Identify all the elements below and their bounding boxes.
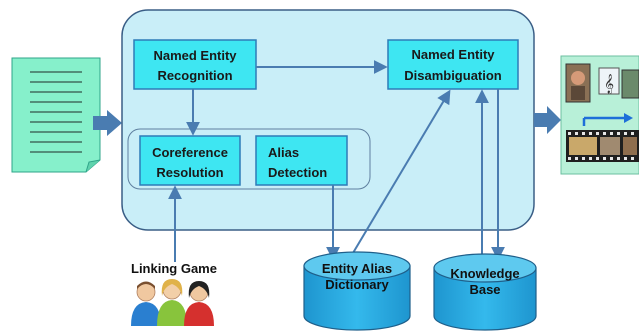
ned-label-2: Disambiguation — [404, 68, 502, 83]
coref-label-2: Resolution — [156, 165, 223, 180]
input-document-icon — [11, 57, 101, 173]
dictionary-label-1: Entity Alias — [322, 261, 392, 276]
input-arrow — [93, 110, 122, 136]
linking-game-label: Linking Game — [131, 261, 217, 276]
ned-label-1: Named Entity — [411, 47, 495, 62]
kb-label-1: Knowledge — [450, 266, 519, 281]
svg-text:𝄞: 𝄞 — [604, 74, 614, 94]
entity-alias-dictionary-db: Entity Alias Dictionary — [303, 251, 411, 331]
ner-label-1: Named Entity — [153, 48, 237, 63]
coref-alias-group — [127, 128, 371, 190]
ner-label-2: Recognition — [157, 68, 232, 83]
users-icon — [131, 279, 214, 326]
alias-label-1: Alias — [268, 145, 299, 160]
alias-detection-box: Alias Detection — [255, 135, 348, 186]
knowledge-base-db: Knowledge Base — [433, 253, 537, 331]
alias-label-2: Detection — [268, 165, 327, 180]
ned-box: Named Entity Disambiguation — [387, 39, 519, 90]
dictionary-label-2: Dictionary — [325, 277, 389, 292]
linked-media-output-icon: 𝄞 — [560, 55, 639, 175]
output-arrow — [534, 106, 561, 134]
arrow-dictionary-to-ned — [349, 89, 451, 259]
ner-box: Named Entity Recognition — [133, 39, 257, 90]
coref-label-1: Coreference — [152, 145, 228, 160]
coref-box: Coreference Resolution — [139, 135, 241, 186]
kb-label-2: Base — [469, 282, 500, 297]
